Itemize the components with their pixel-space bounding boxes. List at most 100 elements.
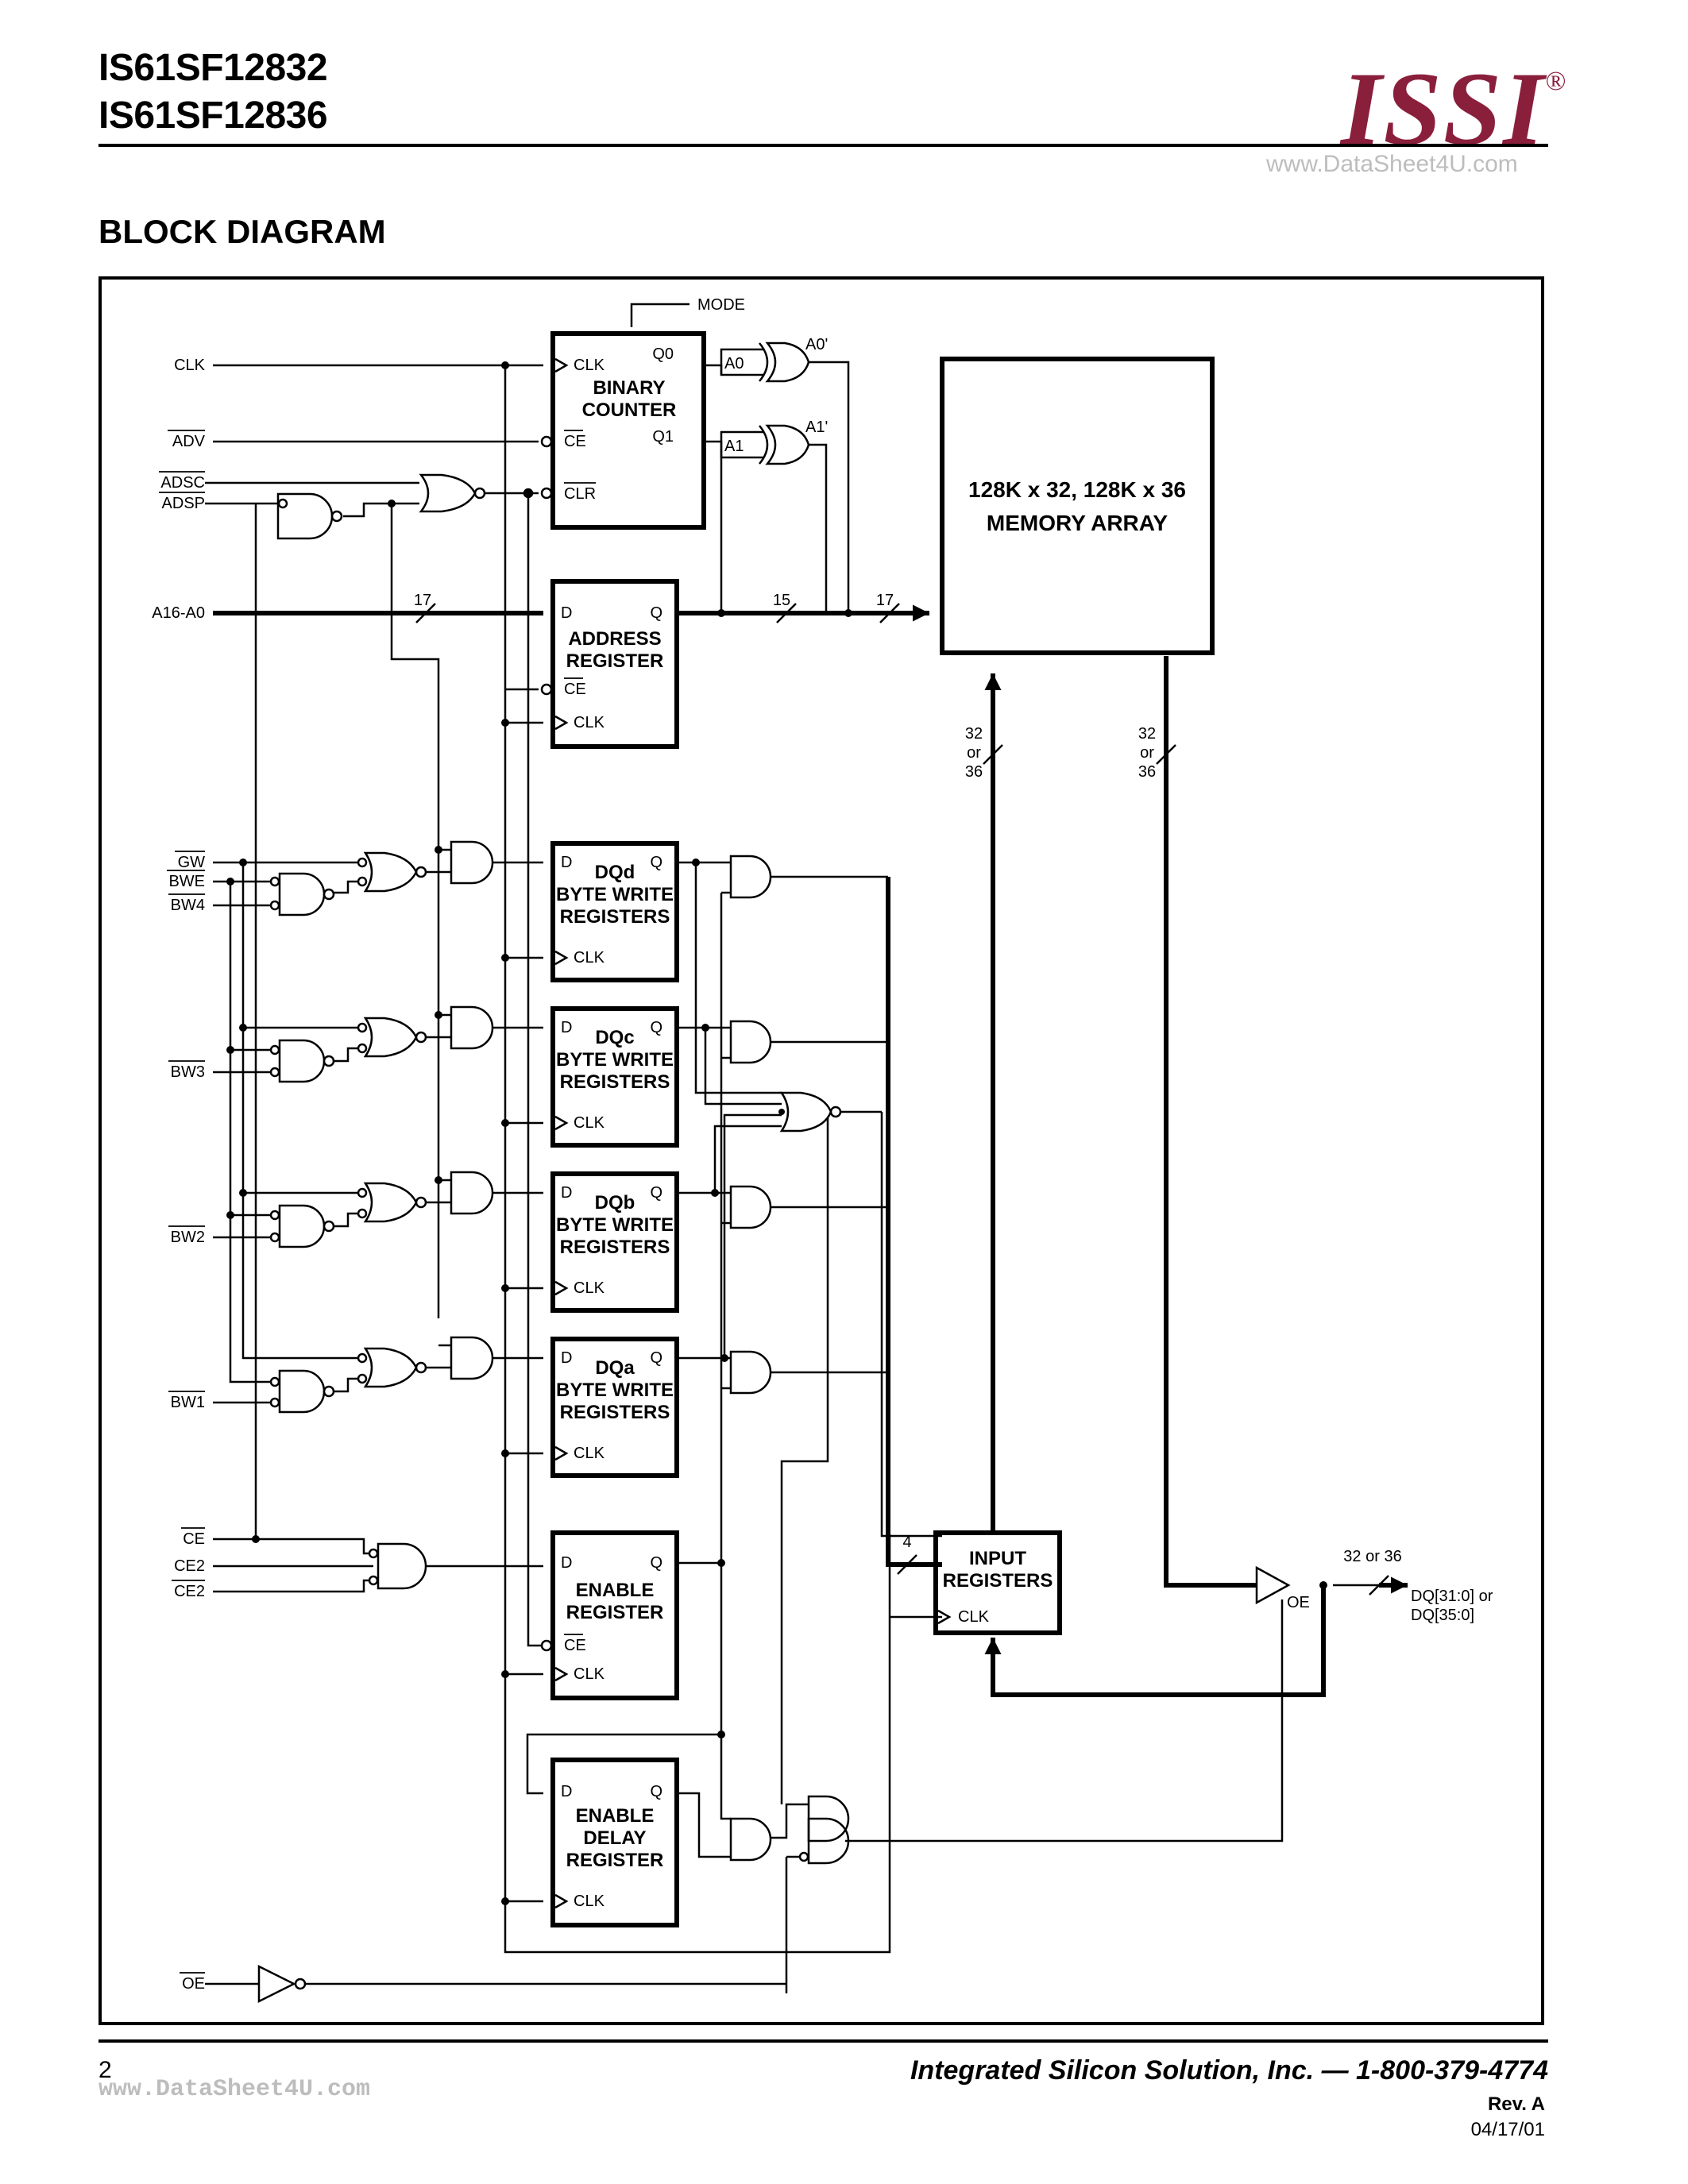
memory-array-block: [940, 357, 1215, 655]
input-reg-clk-pin: CLK: [958, 1608, 990, 1626]
bus-width-addr-mid: 15: [773, 592, 790, 609]
read-data-bus: [1164, 656, 1257, 1588]
enable-delay-register-block: [550, 1758, 679, 1927]
dqb-title-2: BYTE WRITE: [556, 1214, 674, 1236]
address-label: A16-A0: [152, 604, 205, 622]
bus-width-read-1: 32: [1138, 725, 1156, 743]
adsc-label: ADSC: [160, 474, 205, 492]
counter-title-1: BINARY: [593, 377, 665, 399]
counter-title-2: COUNTER: [582, 399, 677, 421]
adv-label: ADV: [172, 433, 206, 450]
address-register-block: [550, 579, 679, 749]
revision-date: 04/17/01: [1470, 2119, 1545, 2140]
xor1-out-wire: [809, 443, 828, 613]
header-rule: [98, 144, 1548, 147]
bwe-label: BWE: [168, 873, 205, 890]
addr-title-2: REGISTER: [566, 650, 664, 672]
addr-ce-pin: CE: [564, 681, 586, 698]
delay-d-pin: D: [561, 1783, 572, 1800]
watermark-bottom: www.DataSheet4U.com: [98, 2076, 371, 2103]
bw3-label: BW3: [171, 1063, 205, 1081]
ce-label: CE: [183, 1530, 205, 1548]
xor0-in-label: A0: [724, 355, 744, 372]
counter-q1-pin: Q1: [652, 428, 674, 446]
dqd-clk-pin: CLK: [574, 949, 605, 967]
enable-register-block: [550, 1530, 679, 1700]
dqb-title-1: DQb: [595, 1192, 635, 1214]
dqd-q-pin: Q: [650, 854, 662, 871]
gw-label: GW: [178, 854, 206, 871]
enable-title-2: REGISTER: [566, 1602, 664, 1623]
enable-q-wire: [720, 1563, 731, 1820]
addr-d-pin: D: [561, 604, 572, 622]
bus-width-read-3: 36: [1138, 763, 1156, 781]
memory-array-title-1: 128K x 32, 128K x 36: [968, 477, 1186, 502]
dqd-register-block: [550, 841, 679, 982]
dqa-title-2: BYTE WRITE: [556, 1379, 674, 1401]
counter-clk-pin: CLK: [574, 357, 605, 374]
company-line: Integrated Silicon Solution, Inc. — 1-80…: [910, 2055, 1548, 2086]
enable-q-pin: Q: [650, 1554, 662, 1572]
dqb-title-3: REGISTERS: [560, 1237, 670, 1258]
dqd-title-1: DQd: [595, 862, 635, 883]
mode-wire: [630, 303, 689, 327]
dq-feedback-bus: [984, 1585, 1326, 1697]
dqc-title-2: BYTE WRITE: [556, 1049, 674, 1071]
enable-d-pin: D: [561, 1554, 572, 1572]
part-number-1: IS61SF12832: [98, 47, 328, 89]
dqc-title-1: DQc: [595, 1027, 634, 1048]
dqc-clk-pin: CLK: [574, 1114, 605, 1132]
section-title: BLOCK DIAGRAM: [98, 213, 386, 250]
watermark-top: www.DataSheet4U.com: [1266, 151, 1518, 177]
dqc-d-pin: D: [561, 1019, 572, 1036]
revision: Rev. A: [1487, 2093, 1545, 2115]
dqb-d-pin: D: [561, 1184, 572, 1202]
memory-array-title-2: MEMORY ARRAY: [987, 511, 1168, 535]
dqd-d-pin: D: [561, 854, 572, 871]
dqb-clk-pin: CLK: [574, 1279, 605, 1297]
dqa-title-3: REGISTERS: [560, 1402, 670, 1423]
dqb-q-pin: Q: [650, 1184, 662, 1202]
enable-delay-d-wire: [526, 1733, 721, 1795]
delay-title-2: DELAY: [583, 1827, 646, 1849]
dqc-title-3: REGISTERS: [560, 1071, 670, 1093]
input-registers-block: [933, 1530, 1062, 1635]
dq-output-label-2: DQ[35:0]: [1411, 1607, 1474, 1624]
diagram-frame: [98, 276, 1544, 2025]
bus-width-write-3: 36: [965, 763, 983, 781]
enable-ce-pin: CE: [564, 1637, 586, 1654]
input-reg-title-2: REGISTERS: [943, 1570, 1053, 1592]
oe-control-wire: [845, 1599, 1284, 1843]
adsp-tap-wire: [390, 504, 440, 1318]
byte-enable-bus: [886, 877, 942, 1567]
gw-vertical-wire: [241, 862, 365, 1360]
dqa-title-1: DQa: [595, 1357, 635, 1379]
page-number: 2: [98, 2057, 112, 2083]
bw1-label: BW1: [171, 1394, 205, 1411]
issi-logo: ISSI®: [1341, 48, 1567, 169]
logo-text: ISSI: [1341, 50, 1546, 167]
buffer-oe-pin: OE: [1287, 1594, 1310, 1611]
dqd-title-2: BYTE WRITE: [556, 884, 674, 905]
dqc-q-pin: Q: [650, 1019, 662, 1036]
enable-title-1: ENABLE: [576, 1580, 655, 1601]
delay-title-1: ENABLE: [576, 1805, 655, 1827]
oe-label: OE: [182, 1975, 205, 1993]
counter-clr-pin: CLR: [564, 485, 596, 503]
xor0-out-label: A0': [805, 336, 828, 353]
bwe-vertical-wire: [229, 882, 276, 1383]
addr-q-pin: Q: [650, 604, 662, 622]
delay-q-pin: Q: [650, 1783, 662, 1800]
xor0-out-wire: [809, 361, 850, 613]
addr-clk-pin: CLK: [574, 714, 605, 731]
dqa-q-pin: Q: [650, 1349, 662, 1367]
bw2-label: BW2: [171, 1229, 205, 1246]
dqd-title-3: REGISTERS: [560, 906, 670, 928]
dqa-register-block: [550, 1337, 679, 1478]
binary-counter-block: [550, 331, 706, 530]
clk-bus-wire: [504, 365, 891, 1954]
bus-width-addr-in: 17: [414, 592, 431, 609]
part-number-2: IS61SF12836: [98, 95, 328, 137]
delay-title-3: REGISTER: [566, 1850, 664, 1871]
